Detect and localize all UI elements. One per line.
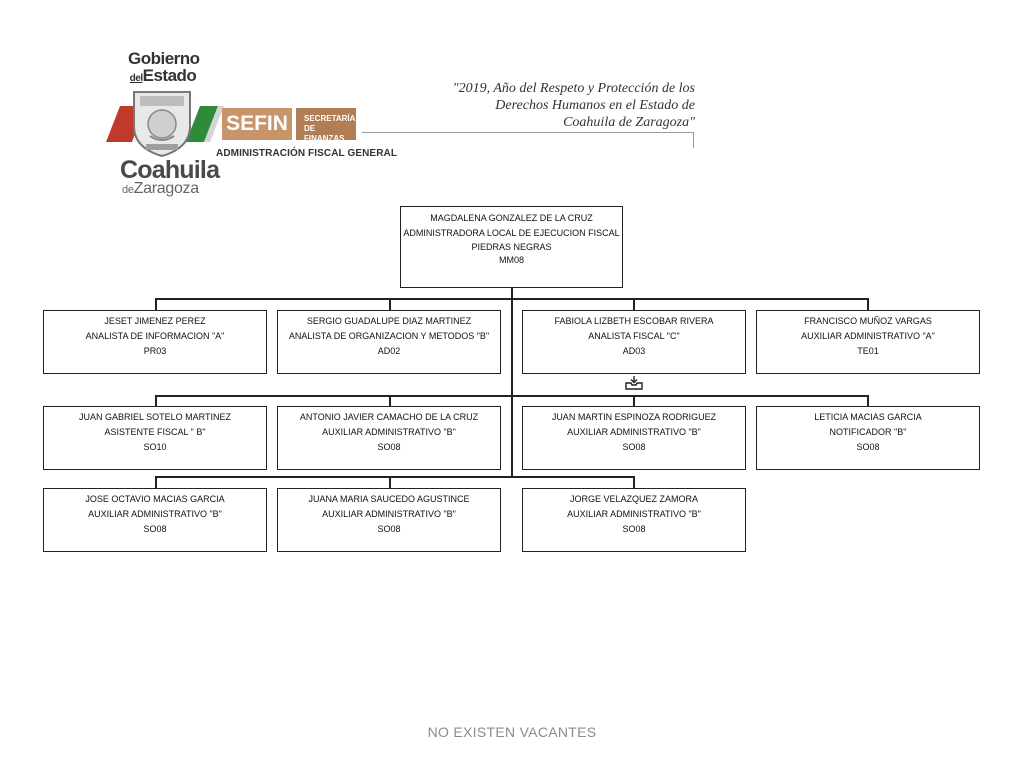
- org-box-code: SO08: [622, 442, 646, 452]
- motto-underline: [362, 132, 693, 133]
- org-box-r1-3: FABIOLA LIZBETH ESCOBAR RIVERA ANALISTA …: [522, 310, 746, 374]
- logo-gobierno-text: Gobierno delEstado: [128, 49, 200, 87]
- org-box-r2-3: JUAN MARTIN ESPINOZA RODRIGUEZ AUXILIAR …: [522, 406, 746, 470]
- secretaria-label: SECRETARÍA DE FINANZAS: [296, 108, 356, 143]
- org-box-title: AUXILIAR ADMINISTRATIVO "B": [567, 427, 701, 437]
- org-box-name: JUANA MARIA SAUCEDO AGUSTINCE: [308, 494, 470, 504]
- org-box-code: SO08: [143, 524, 167, 534]
- connector-row2-drop-1: [155, 395, 157, 406]
- vacancies-note: NO EXISTEN VACANTES: [427, 724, 597, 740]
- org-box-name: LETICIA MACIAS GARCIA: [814, 412, 922, 422]
- org-box-r1-1: JESET JIMENEZ PEREZ ANALISTA DE INFORMAC…: [43, 310, 267, 374]
- org-box-code: PR03: [143, 346, 167, 356]
- connector-row3-drop-3: [633, 476, 635, 488]
- connector-row2-bar: [155, 395, 868, 397]
- year-motto: "2019, Año del Respeto y Protección de l…: [440, 80, 695, 131]
- org-box-code: SO08: [622, 524, 646, 534]
- logo-city-prefix: de: [122, 184, 134, 196]
- logo-state-name: Coahuila: [120, 156, 220, 184]
- org-box-title: ANALISTA FISCAL "C": [588, 331, 680, 341]
- org-box-name: JESET JIMENEZ PEREZ: [104, 316, 206, 326]
- org-box-code: AD02: [377, 346, 401, 356]
- coat-of-arms-icon: [133, 91, 191, 158]
- org-box-name: FRANCISCO MUÑOZ VARGAS: [804, 316, 932, 326]
- org-box-title: AUXILIAR ADMINISTRATIVO "B": [88, 509, 222, 519]
- connector-row1-drop-1: [155, 298, 157, 310]
- org-box-title: ANALISTA DE ORGANIZACION Y METODOS "B": [288, 331, 490, 341]
- org-box-name: ANTONIO JAVIER CAMACHO DE LA CRUZ: [299, 412, 479, 422]
- org-box-name: JOSE OCTAVIO MACIAS GARCIA: [85, 494, 225, 504]
- connector-row3-drop-2: [389, 476, 391, 488]
- org-box-r3-1: JOSE OCTAVIO MACIAS GARCIA AUXILIAR ADMI…: [43, 488, 267, 552]
- org-box-r1-4: FRANCISCO MUÑOZ VARGAS AUXILIAR ADMINIST…: [756, 310, 980, 374]
- org-box-title: AUXILIAR ADMINISTRATIVO "B": [567, 509, 701, 519]
- org-box-location: PIEDRAS NEGRAS: [471, 242, 552, 252]
- org-box-name: JUAN MARTIN ESPINOZA RODRIGUEZ: [551, 412, 717, 422]
- org-box-name: MAGDALENA GONZALEZ DE LA CRUZ: [430, 213, 593, 223]
- connector-row2-drop-4: [867, 395, 869, 406]
- org-box-code: SO08: [377, 524, 401, 534]
- logo-line1: Gobierno: [128, 49, 200, 68]
- org-box-code: AD03: [622, 346, 646, 356]
- logo-city-name: deZaragoza: [122, 180, 199, 198]
- connector-row2-drop-2: [389, 395, 391, 406]
- org-box-title: ASISTENTE FISCAL " B": [104, 427, 206, 437]
- logo-line2-prefix: del: [129, 73, 143, 84]
- org-box-code: TE01: [857, 346, 879, 356]
- org-box-title: AUXILIAR ADMINISTRATIVO "B": [322, 509, 456, 519]
- org-box-name: JUAN GABRIEL SOTELO MARTINEZ: [78, 412, 232, 422]
- connector-row3-drop-1: [155, 476, 157, 488]
- logo-line2-text: Estado: [142, 66, 197, 85]
- org-box-name: JORGE VELAZQUEZ ZAMORA: [569, 494, 699, 504]
- org-box-r2-1: JUAN GABRIEL SOTELO MARTINEZ ASISTENTE F…: [43, 406, 267, 470]
- motto-line2: Derechos Humanos en el Estado de: [495, 98, 695, 113]
- connector-row1-drop-4: [867, 298, 869, 310]
- motto-line1: "2019, Año del Respeto y Protección de l…: [452, 81, 695, 96]
- org-box-name: SERGIO GUADALUPE DIAZ MARTINEZ: [306, 316, 472, 326]
- org-box-head: MAGDALENA GONZALEZ DE LA CRUZ ADMINISTRA…: [400, 206, 623, 288]
- administracion-fiscal-label: ADMINISTRACIÓN FISCAL GENERAL: [216, 148, 398, 159]
- org-box-title: NOTIFICADOR "B": [829, 427, 907, 437]
- org-box-title: AUXILIAR ADMINISTRATIVO "B": [322, 427, 456, 437]
- connector-row1-drop-3: [633, 298, 635, 310]
- sefin-logo: SEFIN: [222, 108, 292, 140]
- connector-row1-drop-2: [389, 298, 391, 310]
- secretaria-line1: SECRETARÍA: [304, 114, 356, 123]
- logo-city-text: Zaragoza: [133, 180, 200, 197]
- motto-underline-tick: [693, 132, 694, 148]
- logo-line2: delEstado: [128, 67, 198, 87]
- org-box-code: MM08: [498, 255, 524, 265]
- org-box-title: AUXILIAR ADMINISTRATIVO "A": [801, 331, 935, 341]
- org-box-code: SO10: [143, 442, 167, 452]
- org-box-r3-3: JORGE VELAZQUEZ ZAMORA AUXILIAR ADMINIST…: [522, 488, 746, 552]
- secretaria-line2: DE FINANZAS: [304, 124, 345, 143]
- inbox-tray-icon: [625, 376, 643, 390]
- org-box-name: FABIOLA LIZBETH ESCOBAR RIVERA: [554, 316, 714, 326]
- org-box-r2-4: LETICIA MACIAS GARCIA NOTIFICADOR "B" SO…: [756, 406, 980, 470]
- org-box-r2-2: ANTONIO JAVIER CAMACHO DE LA CRUZ AUXILI…: [277, 406, 501, 470]
- connector-row1-bar: [155, 298, 868, 300]
- org-box-title: ANALISTA DE INFORMACION "A": [85, 331, 225, 341]
- org-box-r1-2: SERGIO GUADALUPE DIAZ MARTINEZ ANALISTA …: [277, 310, 501, 374]
- connector-row3-bar: [155, 476, 634, 478]
- connector-trunk: [511, 288, 513, 476]
- org-box-title: ADMINISTRADORA LOCAL DE EJECUCION FISCAL: [403, 228, 620, 238]
- connector-row2-drop-3: [633, 395, 635, 406]
- org-box-code: SO08: [377, 442, 401, 452]
- org-box-code: SO08: [856, 442, 880, 452]
- motto-line3: Coahuila de Zaragoza": [563, 115, 695, 130]
- org-box-r3-2: JUANA MARIA SAUCEDO AGUSTINCE AUXILIAR A…: [277, 488, 501, 552]
